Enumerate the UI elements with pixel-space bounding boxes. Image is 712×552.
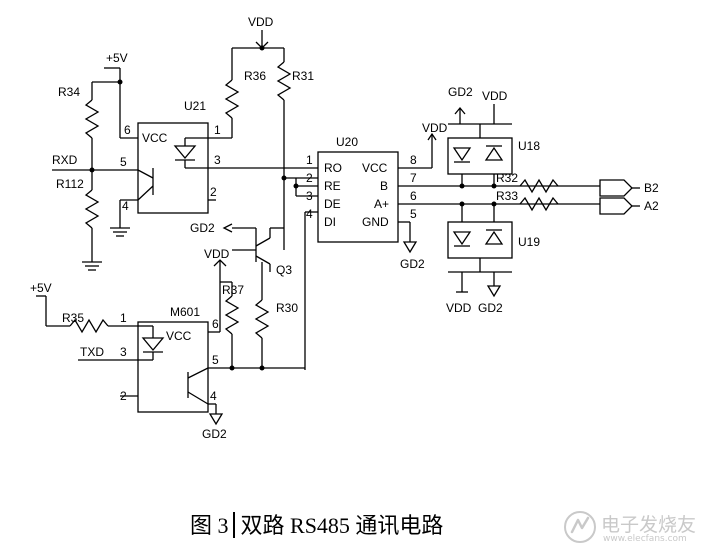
m601-pin-3: 3 <box>120 345 127 359</box>
m601-pin-4: 4 <box>210 389 217 403</box>
label-5v-top: +5V <box>106 51 128 65</box>
r35-resistor <box>69 318 109 334</box>
label-rxd: RXD <box>52 153 78 167</box>
m601-pin-5: 5 <box>212 353 219 367</box>
figure-number: 图 3 <box>190 513 229 538</box>
label-r35: R35 <box>62 311 84 325</box>
u20-pin-gnd: GND <box>362 215 389 229</box>
watermark: 电子发烧友 www.elecfans.com <box>563 508 703 548</box>
u20-num-3: 3 <box>306 189 313 203</box>
label-r33: R33 <box>496 189 518 203</box>
r30-resistor <box>254 299 270 339</box>
label-r30: R30 <box>276 301 298 315</box>
u20-pin-a: A+ <box>374 197 389 211</box>
u20-num-1: 1 <box>306 153 313 167</box>
label-gd2-u18: GD2 <box>448 85 473 99</box>
label-b2: B2 <box>644 181 659 195</box>
label-r37: R37 <box>222 283 244 297</box>
label-txd: TXD <box>80 345 104 359</box>
label-r31: R31 <box>292 69 314 83</box>
r32-resistor <box>519 178 559 194</box>
u21-pin-6: 6 <box>124 123 131 137</box>
label-u19: U19 <box>518 235 540 249</box>
label-r36: R36 <box>244 69 266 83</box>
label-gd2-u19: GD2 <box>478 301 503 315</box>
label-a2: A2 <box>644 199 659 213</box>
m601-pin-6: 6 <box>212 317 219 331</box>
label-gd2-m601: GD2 <box>202 427 227 441</box>
figure-title: 双路 RS485 通讯电路 <box>240 513 444 538</box>
label-gd2-q3: GD2 <box>190 221 215 235</box>
label-r32: R32 <box>496 171 518 185</box>
m601-vcc-label: VCC <box>166 329 192 343</box>
u21-pin-5: 5 <box>120 155 127 169</box>
u21-pin-4: 4 <box>122 199 129 213</box>
u20-num-4: 4 <box>306 207 313 221</box>
label-vdd-mid: VDD <box>204 247 230 261</box>
u20-pin-de: DE <box>324 197 341 211</box>
elecfans-logo-icon <box>564 511 596 543</box>
watermark-text: 电子发烧友 <box>601 514 697 536</box>
label-u18: U18 <box>518 139 540 153</box>
u21-pin-1: 1 <box>214 123 221 137</box>
r36-resistor <box>224 79 240 119</box>
label-q3: Q3 <box>276 263 292 277</box>
u20-chip <box>317 151 399 243</box>
u20-num-8: 8 <box>410 153 417 167</box>
r31-resistor <box>276 61 292 101</box>
caption-divider <box>232 512 235 538</box>
u20-pin-vcc: VCC <box>362 161 388 175</box>
m601-pin-2: 2 <box>120 389 127 403</box>
u20-num-6: 6 <box>410 189 417 203</box>
u20-pin-re: RE <box>324 179 341 193</box>
u20-pin-di: DI <box>324 215 336 229</box>
r37-resistor <box>224 295 240 335</box>
label-gd2-u20: GD2 <box>400 257 425 271</box>
u21-pin-2: 2 <box>210 185 217 199</box>
u20-num-7: 7 <box>410 171 417 185</box>
u18-chip <box>447 137 513 175</box>
label-vdd-top: VDD <box>248 15 274 29</box>
u20-num-5: 5 <box>410 207 417 221</box>
label-m601: M601 <box>170 305 200 319</box>
label-vdd-u20: VDD <box>422 121 448 135</box>
r112-resistor <box>84 189 100 229</box>
label-vdd-u18: VDD <box>482 89 508 103</box>
u21-vcc-label: VCC <box>142 131 168 145</box>
m601-chip <box>137 321 209 413</box>
label-r112: R112 <box>56 177 84 191</box>
label-5v-bottom: +5V <box>30 281 52 295</box>
u21-pin-3: 3 <box>214 153 221 167</box>
m601-pin-1: 1 <box>120 311 127 325</box>
u19-chip <box>447 221 513 259</box>
u20-num-2: 2 <box>306 171 313 185</box>
figure-caption: 图 3 双路 RS485 通讯电路 <box>190 508 443 540</box>
label-vdd-u19: VDD <box>446 301 472 315</box>
r33-resistor <box>519 196 559 212</box>
label-u21: U21 <box>184 99 206 113</box>
u20-pin-b: B <box>380 179 388 193</box>
watermark-url: www.elecfans.com <box>603 534 687 544</box>
label-r34: R34 <box>58 85 80 99</box>
label-u20: U20 <box>336 135 358 149</box>
r34-resistor <box>84 99 100 139</box>
u20-pin-ro: RO <box>324 161 342 175</box>
